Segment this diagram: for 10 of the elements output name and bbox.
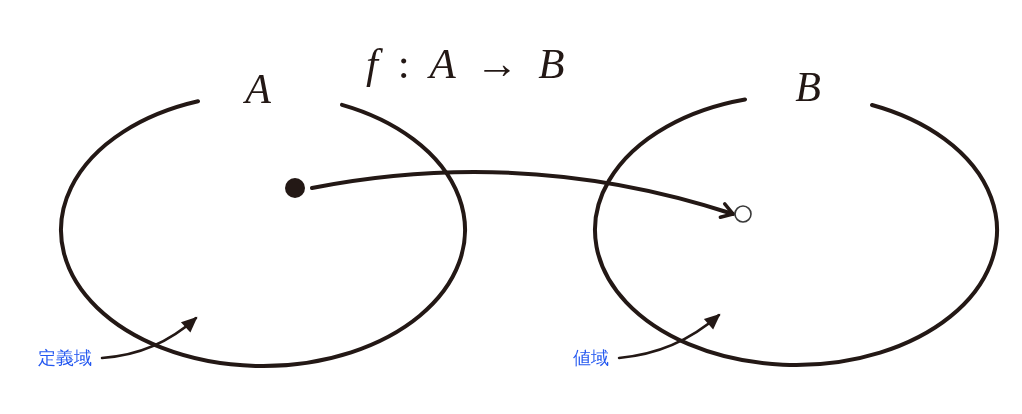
leader-arrow <box>617 313 721 360</box>
formula-title: f : A → B <box>366 42 565 85</box>
leader-arrow <box>100 316 198 360</box>
callout-label: 定義域 <box>38 348 92 368</box>
set-label: B <box>795 66 821 108</box>
mapping-arrow <box>310 170 735 220</box>
solid-dot-icon <box>285 178 305 198</box>
callout-label: 値域 <box>573 348 609 368</box>
set-label: A <box>245 68 271 110</box>
hollow-circle-icon <box>734 205 752 223</box>
